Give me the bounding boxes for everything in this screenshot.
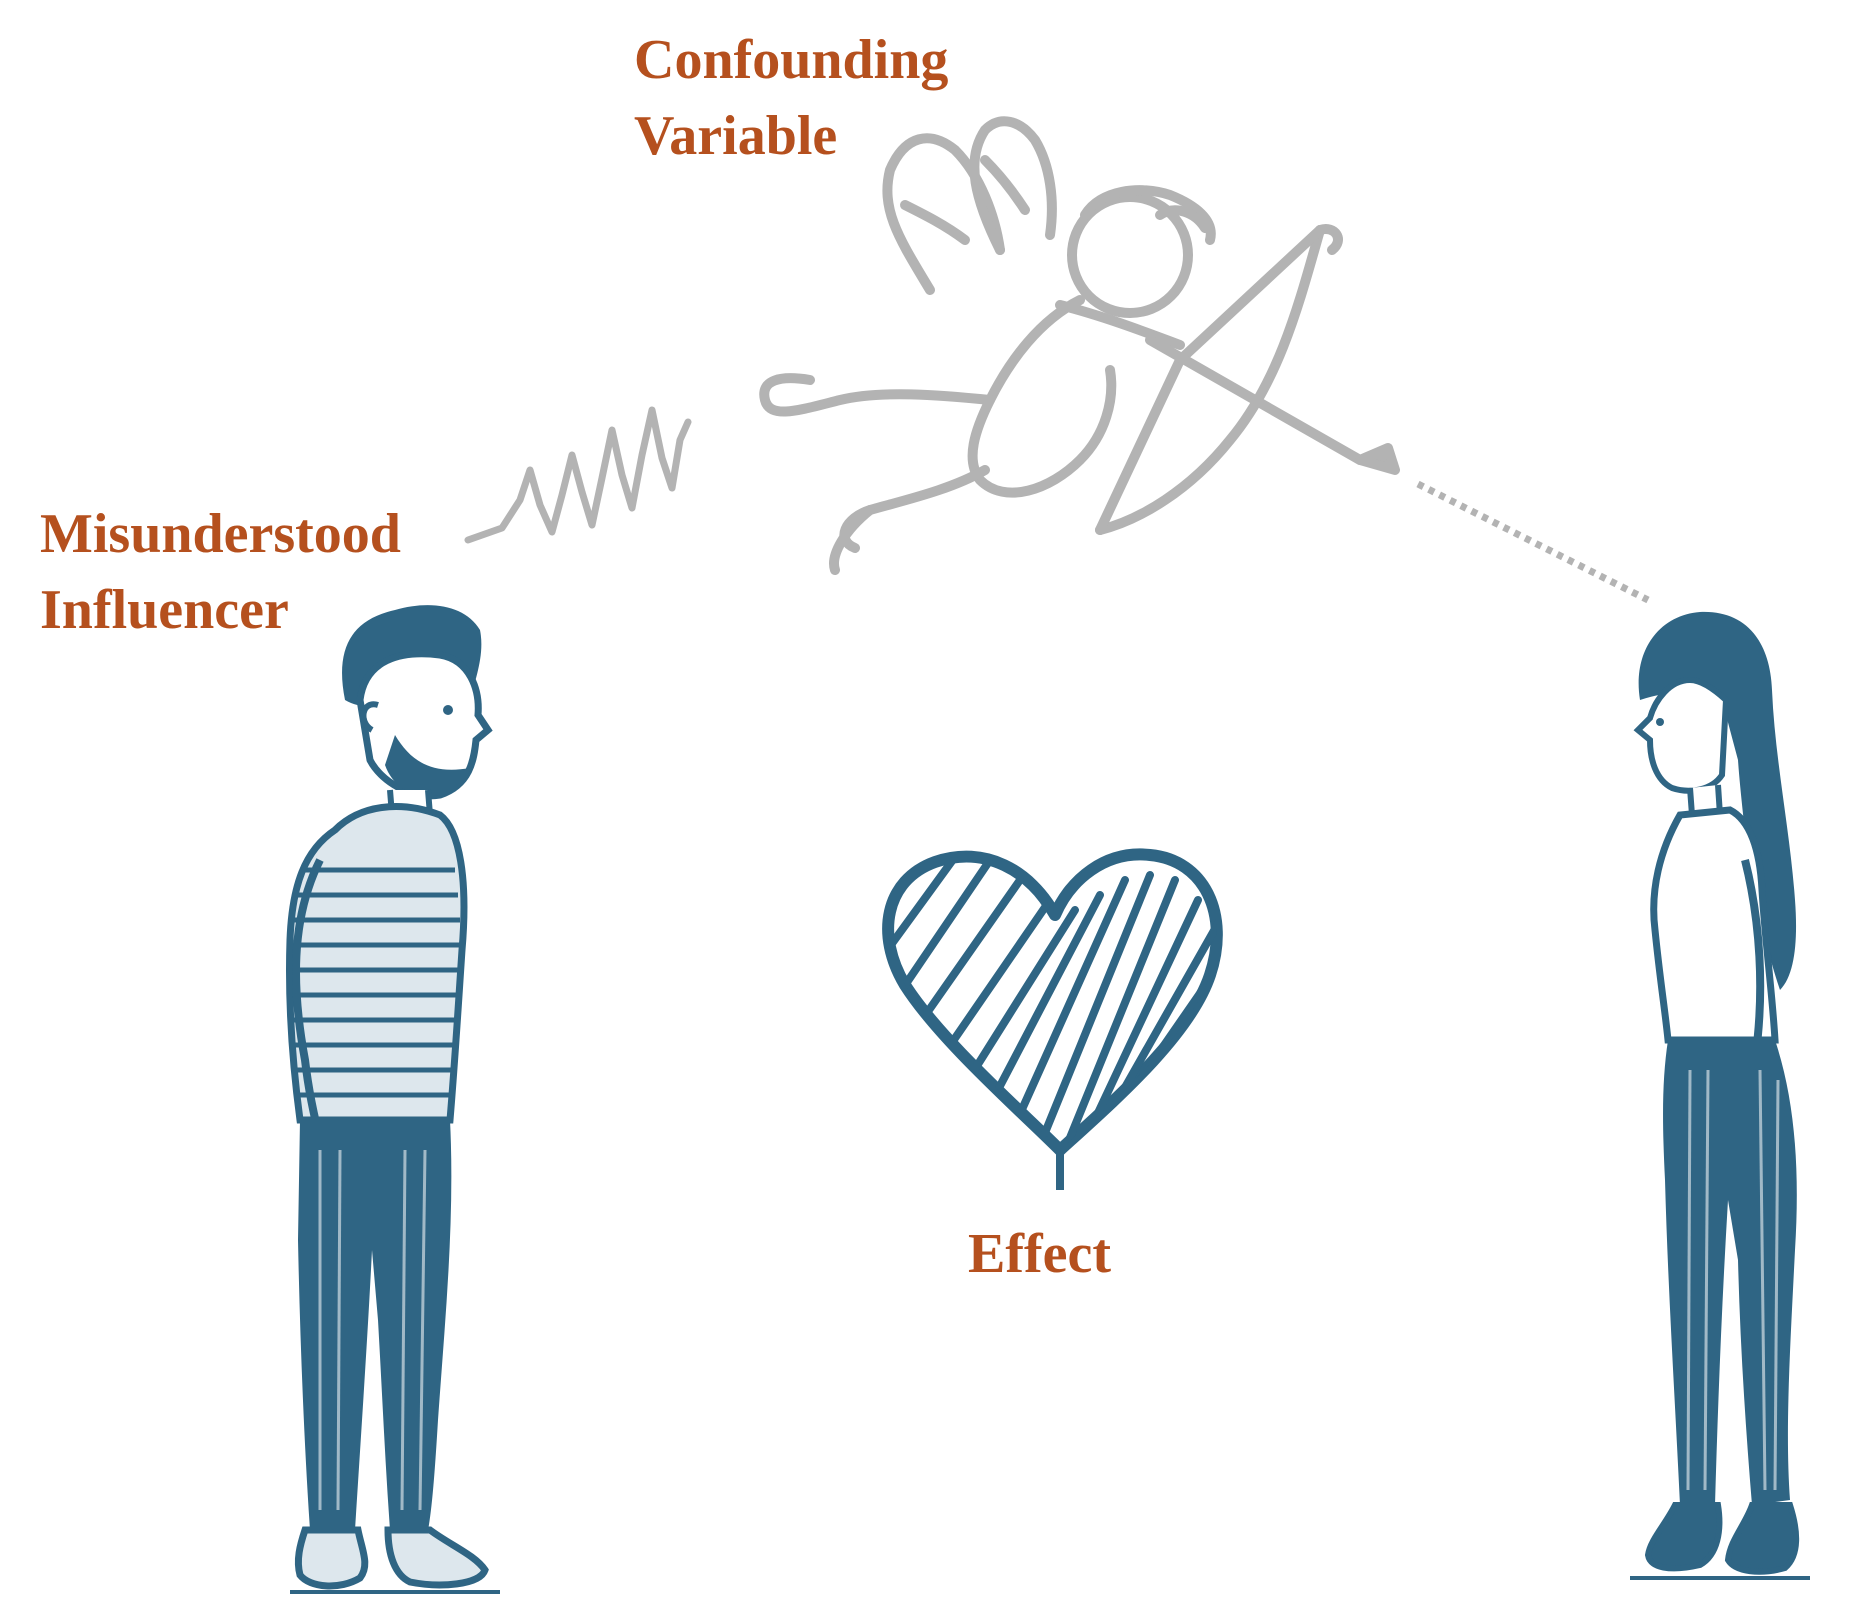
confounding-variable-label: Confounding Variable [634,22,948,174]
woman-icon [1630,611,1810,1580]
misunderstood-influencer-line-2: Influencer [40,579,289,641]
misunderstood-influencer-label: Misunderstood Influencer [40,496,401,648]
misunderstood-influencer-line-1: Misunderstood [40,503,401,565]
confounding-variable-line-1: Confounding [634,29,949,91]
effect-label-text: Effect [968,1223,1112,1285]
man-icon [286,605,500,1594]
cupid-icon [759,116,1400,575]
zigzag-connector [464,406,692,544]
confounding-variable-line-2: Variable [634,105,838,167]
dotted-connector [1416,480,1650,604]
effect-label: Effect [968,1216,1111,1292]
heart-icon [882,848,1223,1190]
